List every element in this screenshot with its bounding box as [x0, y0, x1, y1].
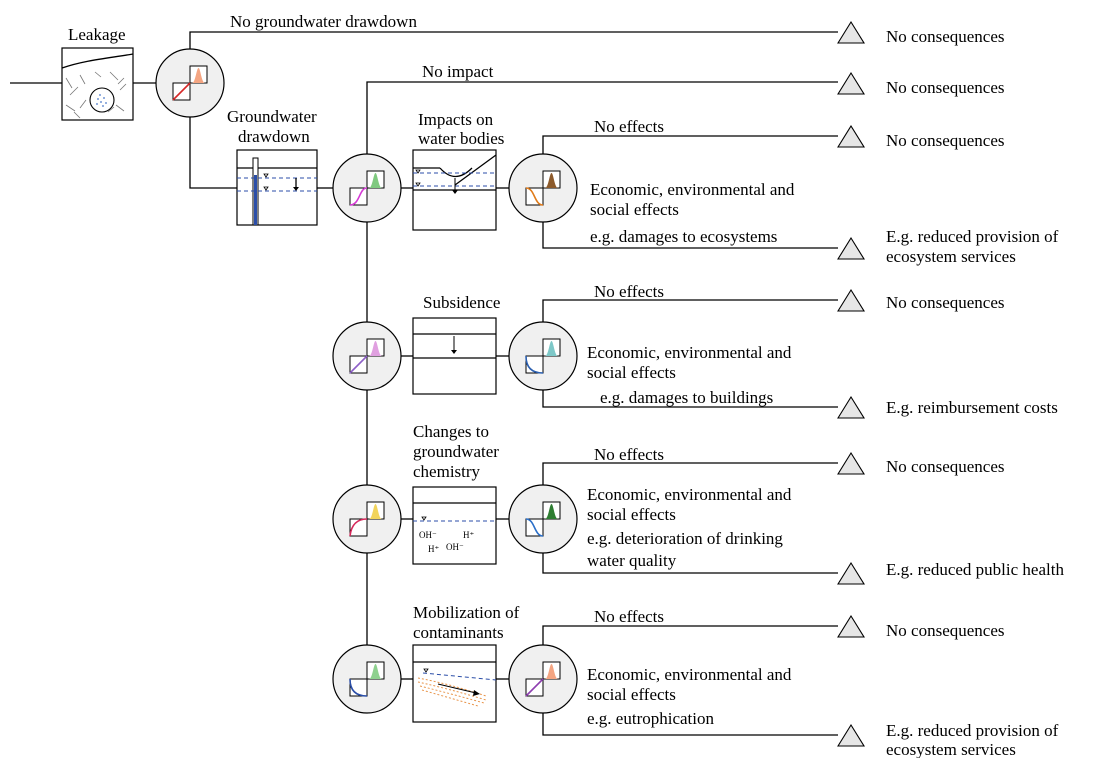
- distribution-peak: [192, 68, 205, 83]
- risk-node-water-effects: [508, 153, 578, 223]
- leakage-illustration: [61, 47, 134, 121]
- label-eg-drinking-2: water quality: [587, 551, 677, 570]
- label-eco-4a: Economic, environmental and: [587, 665, 792, 684]
- end-triangle: [837, 723, 865, 747]
- label-consequence-3: No consequences: [886, 131, 1005, 150]
- label-eco-2b: social effects: [587, 363, 676, 382]
- label-subsidence: Subsidence: [423, 293, 500, 312]
- end-triangle: [837, 71, 865, 95]
- risk-curve: [525, 187, 544, 206]
- label-consequence-4a: E.g. reduced provision of: [886, 227, 1059, 246]
- label-consequence-10a: E.g. reduced provision of: [886, 721, 1059, 740]
- label-leakage: Leakage: [68, 25, 126, 44]
- end-triangle: [837, 124, 865, 148]
- end-triangle: [837, 236, 865, 260]
- distribution-peak: [545, 664, 558, 679]
- label-eg-drinking-1: e.g. deterioration of drinking: [587, 529, 783, 548]
- label-drawdown-line2: drawdown: [238, 127, 310, 146]
- drawdown-illustration: [236, 149, 318, 226]
- distribution-peak: [545, 341, 558, 356]
- distribution-peak: [369, 173, 382, 188]
- label-eco-4b: social effects: [587, 685, 676, 704]
- risk-curve: [525, 678, 544, 697]
- label-no-drawdown: No groundwater drawdown: [230, 12, 417, 31]
- risk-node-subsidence-effects: [508, 321, 578, 391]
- distribution-peak: [545, 504, 558, 519]
- end-triangle: [837, 561, 865, 585]
- label-eg-eutro: e.g. eutrophication: [587, 709, 714, 728]
- distribution-peak: [545, 173, 558, 188]
- distribution-peak: [369, 504, 382, 519]
- oh-ion-label-2: OH⁻: [446, 542, 464, 552]
- text-labels: Leakage No groundwater drawdown Groundwa…: [68, 12, 1064, 758]
- label-drawdown-line1: Groundwater: [227, 107, 317, 126]
- label-impacts-line2: water bodies: [418, 129, 504, 148]
- label-eg-buildings: e.g. damages to buildings: [600, 388, 773, 407]
- risk-node-chemistry: [332, 484, 402, 554]
- label-no-effects-2: No effects: [594, 282, 664, 301]
- distribution-peak: [369, 664, 382, 679]
- label-consequence-1: No consequences: [886, 27, 1005, 46]
- risk-node-chemistry-effects: [508, 484, 578, 554]
- risk-curve: [525, 518, 544, 537]
- mobilization-illustration: [412, 644, 497, 723]
- label-eco-1a: Economic, environmental and: [590, 180, 795, 199]
- label-eco-3b: social effects: [587, 505, 676, 524]
- label-consequence-4b: ecosystem services: [886, 247, 1016, 266]
- label-consequence-2: No consequences: [886, 78, 1005, 97]
- risk-node-mobilization: [332, 644, 402, 714]
- label-consequence-10b: ecosystem services: [886, 740, 1016, 758]
- label-no-impact: No impact: [422, 62, 494, 81]
- label-eg-ecosystems: e.g. damages to ecosystems: [590, 227, 777, 246]
- risk-curve: [349, 678, 368, 697]
- connector-lines: [10, 31, 838, 736]
- end-triangle: [837, 614, 865, 638]
- oh-ion-label: OH⁻: [419, 530, 437, 540]
- label-consequence-6: E.g. reimbursement costs: [886, 398, 1058, 417]
- label-no-effects-1: No effects: [594, 117, 664, 136]
- risk-node-subsidence: [332, 321, 402, 391]
- end-triangle: [837, 20, 865, 44]
- label-consequence-8: E.g. reduced public health: [886, 560, 1064, 579]
- label-no-effects-4: No effects: [594, 607, 664, 626]
- end-triangle: [837, 395, 865, 419]
- risk-curve: [525, 355, 544, 374]
- label-chem-line3: chemistry: [413, 462, 481, 481]
- h-ion-label-2: H⁺: [428, 544, 439, 554]
- distribution-peak: [369, 341, 382, 356]
- risk-nodes: [155, 48, 578, 714]
- label-consequence-7: No consequences: [886, 457, 1005, 476]
- label-consequence-9: No consequences: [886, 621, 1005, 640]
- label-impacts-line1: Impacts on: [418, 110, 494, 129]
- risk-curve: [349, 355, 368, 374]
- risk-node-leak: [155, 48, 225, 118]
- outcome-triangles: [837, 20, 865, 747]
- label-chem-line2: groundwater: [413, 442, 499, 461]
- label-mob-line2: contaminants: [413, 623, 504, 642]
- risk-curve: [172, 82, 191, 101]
- label-eco-3a: Economic, environmental and: [587, 485, 792, 504]
- chemistry-illustration: OH⁻ H⁺ H⁺ OH⁻: [412, 486, 497, 565]
- label-chem-line1: Changes to: [413, 422, 489, 441]
- subsidence-illustration: [412, 317, 497, 395]
- risk-curve: [349, 187, 368, 206]
- h-ion-label: H⁺: [463, 530, 474, 540]
- risk-curve: [349, 518, 368, 537]
- label-consequence-5: No consequences: [886, 293, 1005, 312]
- end-triangle: [837, 288, 865, 312]
- end-triangle: [837, 451, 865, 475]
- label-no-effects-3: No effects: [594, 445, 664, 464]
- risk-node-drawdown: [332, 153, 402, 223]
- label-mob-line1: Mobilization of: [413, 603, 520, 622]
- label-eco-2a: Economic, environmental and: [587, 343, 792, 362]
- label-eco-1b: social effects: [590, 200, 679, 219]
- risk-node-mobilization-effects: [508, 644, 578, 714]
- water-bodies-illustration: [412, 149, 497, 231]
